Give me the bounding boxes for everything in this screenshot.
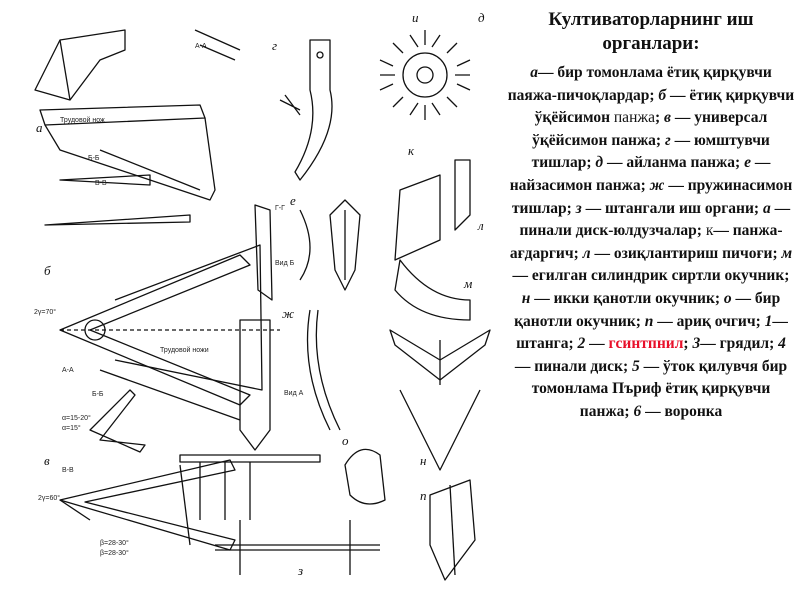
- caption-run: — ётиқ қирқувчи ўқёйсимон: [534, 86, 795, 127]
- part-m-hiller: [394, 259, 471, 321]
- caption-run: панжа: [613, 109, 655, 127]
- dim-label: 2γ=60°: [38, 494, 60, 502]
- dim-label: Трудовой нож: [60, 116, 105, 124]
- drawing-svg: а б в г д е ж з и к л м н о п А-А Б-Б В-…: [34, 10, 491, 581]
- technical-drawing: а б в г д е ж з и к л м н о п А-А Б-Б В-…: [34, 10, 491, 581]
- caption-run: — егилган силиндрик сиртли окучник;: [512, 267, 790, 285]
- panel-letter: д: [478, 10, 485, 25]
- caption-run: о: [723, 289, 732, 307]
- caption-run: 6: [633, 402, 642, 420]
- caption-run: п: [644, 312, 654, 330]
- caption-run: — бир томонлама ётиқ қирқувчи паяжа-пичо…: [507, 64, 772, 104]
- dim-label: Г-Г: [275, 205, 285, 212]
- panel-letter: з: [297, 563, 303, 578]
- dim-label: Вид Б: [275, 260, 295, 267]
- caption-run: 5: [632, 357, 640, 375]
- caption-run: ж: [649, 176, 665, 194]
- caption-run: 4: [778, 335, 786, 353]
- caption-run: — бир қанотли окучник;: [514, 289, 781, 330]
- caption-run: — универсал ўқёйсимон панжа;: [532, 109, 768, 149]
- part-o-hiller: [344, 448, 386, 505]
- caption-run: г: [664, 131, 671, 149]
- caption-run: д: [595, 154, 604, 172]
- caption-run: — штанга;: [516, 312, 788, 353]
- page-title: Култиваторларнинг иш органлари:: [548, 9, 754, 54]
- caption-run: б: [658, 86, 667, 104]
- caption-run: ;: [654, 109, 664, 127]
- caption-run: — икки қанотли окучник;: [530, 289, 724, 307]
- panel-letter: ж: [282, 306, 294, 321]
- caption-run: — пинали диск;: [514, 357, 633, 375]
- panel-letter: г: [272, 38, 277, 53]
- caption-run: —: [585, 335, 609, 353]
- dim-label: В-В: [62, 467, 74, 474]
- dim-label: α=15-20°: [62, 414, 91, 422]
- part-e-spear: [254, 199, 361, 301]
- dim-label: Б-Б: [88, 155, 100, 162]
- panel-letter: м: [463, 276, 472, 291]
- part-a-sections: [44, 174, 191, 226]
- caption-run: — айланма панжа;: [603, 154, 745, 172]
- panel-letter: п: [420, 488, 427, 503]
- caption-run: н: [521, 289, 531, 307]
- panel-letter: к: [408, 143, 415, 158]
- caption-run: — пружинасимон тишлар;: [511, 176, 793, 217]
- caption-run: — панжа-ағдаргич;: [509, 222, 783, 262]
- part-d-rotary: [379, 30, 471, 120]
- dim-label: Трудовой ножи: [160, 346, 209, 354]
- dim-label: β=28-30°: [100, 539, 129, 547]
- panel-letter: е: [290, 193, 296, 208]
- panel-letter: о: [342, 433, 349, 448]
- panel-letter: л: [477, 218, 484, 233]
- panel-letter: н: [420, 453, 426, 468]
- panel-letter: а: [36, 120, 43, 135]
- dim-label: 2γ=70°: [34, 308, 56, 316]
- panel-letters: а б в г д е ж з и к л м н о п: [36, 10, 485, 578]
- dim-label: В-В: [95, 180, 107, 187]
- caption-run: — штангали иш органи;: [581, 199, 763, 217]
- caption-run: — воронка: [641, 402, 723, 420]
- part-b-section: [89, 389, 146, 453]
- part-p-opener: [429, 479, 476, 581]
- part-z-bar: [179, 454, 380, 575]
- dim-label: А-А: [62, 367, 74, 374]
- caption-run: — найзасимон панжа;: [509, 154, 771, 194]
- caption-run: з: [575, 199, 582, 217]
- caption-run: а: [530, 64, 538, 81]
- part-zh-teeth: [239, 309, 341, 451]
- dimension-labels: А-А Б-Б В-В Г-Г А-А Б-Б В-В Вид А Вид Б …: [34, 43, 304, 557]
- caption-run: — ариқ очгич;: [653, 312, 765, 330]
- part-v-sweep: [59, 459, 236, 551]
- caption-run: — юмштувчи тишлар;: [531, 131, 770, 172]
- part-k-share: [394, 159, 471, 261]
- caption-column: Култиваторларнинг иш органлари: а— бир т…: [507, 8, 795, 424]
- figure-caption: а— бир томонлама ётиқ қирқувчи паяжа-пич…: [507, 62, 795, 424]
- caption-run: 3: [692, 335, 701, 353]
- caption-run: л: [582, 244, 591, 262]
- caption-run: ;: [683, 335, 693, 353]
- caption-run: в: [664, 109, 671, 127]
- caption-run: — озиқлантириш пичоғи;: [590, 244, 782, 262]
- dim-label: Вид А: [284, 390, 304, 397]
- dim-label: А-А: [195, 43, 207, 50]
- caption-run: а: [762, 199, 771, 217]
- panel-letter: в: [44, 453, 50, 468]
- panel-letter: б: [44, 263, 51, 278]
- caption-run: м: [781, 244, 793, 262]
- caption-run: гсинтпнил: [608, 335, 684, 353]
- caption-run: к: [705, 222, 714, 240]
- part-g-tooth: [279, 39, 333, 181]
- part-n-hiller: [389, 329, 491, 471]
- part-a-blade: [34, 29, 241, 201]
- dim-label: Б-Б: [92, 391, 104, 398]
- caption-run: е: [744, 154, 751, 172]
- caption-run: — грядил;: [700, 335, 779, 353]
- caption-run: — ўток қилувчя бир томонлама Пъриф ётиқ …: [531, 357, 788, 420]
- caption-run: — пинали диск-юлдузчалар;: [519, 199, 791, 240]
- panel-letter: и: [412, 10, 419, 25]
- dim-label: α=15°: [62, 424, 81, 432]
- caption-run: 1: [764, 312, 773, 330]
- dim-label: β=28-30°: [100, 549, 129, 557]
- caption-run: 2: [577, 335, 586, 353]
